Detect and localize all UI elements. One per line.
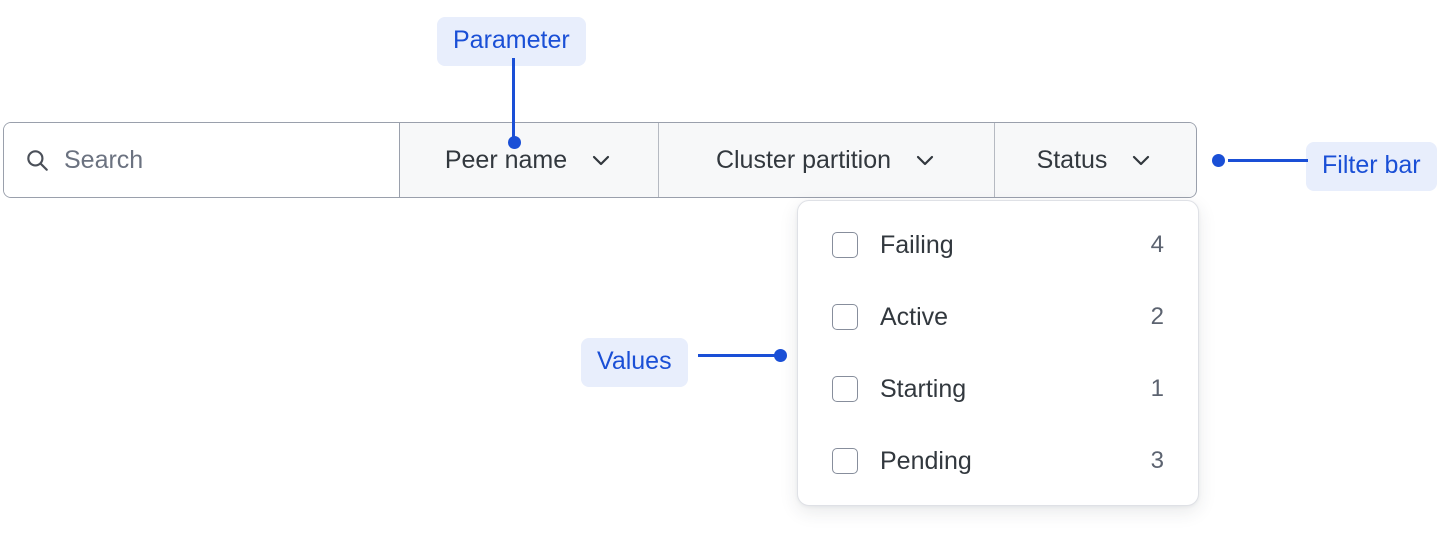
filter-bar: Peer name Cluster partition Status [3,122,1197,198]
search-input[interactable] [64,145,364,175]
dropdown-item-count: 2 [1150,303,1164,330]
status-dropdown-panel: Failing 4 Active 2 Starting 1 Pending 3 [797,200,1199,506]
annotation-values-dot [774,349,787,362]
status-filter-segment[interactable]: Status [995,123,1195,197]
dropdown-item-count: 3 [1150,447,1164,474]
checkbox-failing[interactable] [832,232,858,258]
dropdown-item-pending[interactable]: Pending 3 [832,435,1164,487]
dropdown-item-failing[interactable]: Failing 4 [832,219,1164,271]
dropdown-item-count: 4 [1150,231,1164,258]
checkbox-starting[interactable] [832,376,858,402]
chevron-down-icon [593,155,610,166]
annotation-filter-bar-leader-line [1228,159,1308,162]
dropdown-item-label: Starting [880,374,967,403]
annotation-parameter-leader-line [512,58,515,142]
dropdown-item-label: Active [880,302,949,331]
dropdown-item-label: Failing [880,230,954,259]
checkbox-active[interactable] [832,304,858,330]
annotation-values-leader-line [698,354,782,357]
search-icon [27,150,48,171]
search-field[interactable] [4,123,400,197]
annotation-parameter: Parameter [437,17,586,66]
peer-name-filter-label: Peer name [444,145,568,174]
dropdown-item-count: 1 [1150,375,1164,402]
annotation-filter-bar-dot [1212,154,1225,167]
annotation-values: Values [581,338,688,387]
dropdown-item-active[interactable]: Active 2 [832,291,1164,343]
dropdown-item-starting[interactable]: Starting 1 [832,363,1164,415]
peer-name-filter-segment[interactable]: Peer name [400,123,659,197]
chevron-down-icon [916,155,934,166]
cluster-partition-filter-segment[interactable]: Cluster partition [659,123,995,197]
annotation-filter-bar: Filter bar [1306,142,1437,191]
dropdown-item-label: Pending [880,446,972,475]
checkbox-pending[interactable] [832,448,858,474]
annotation-parameter-dot [508,136,521,149]
status-filter-label: Status [1036,145,1108,174]
cluster-partition-filter-label: Cluster partition [715,145,892,174]
chevron-down-icon [1133,155,1150,166]
